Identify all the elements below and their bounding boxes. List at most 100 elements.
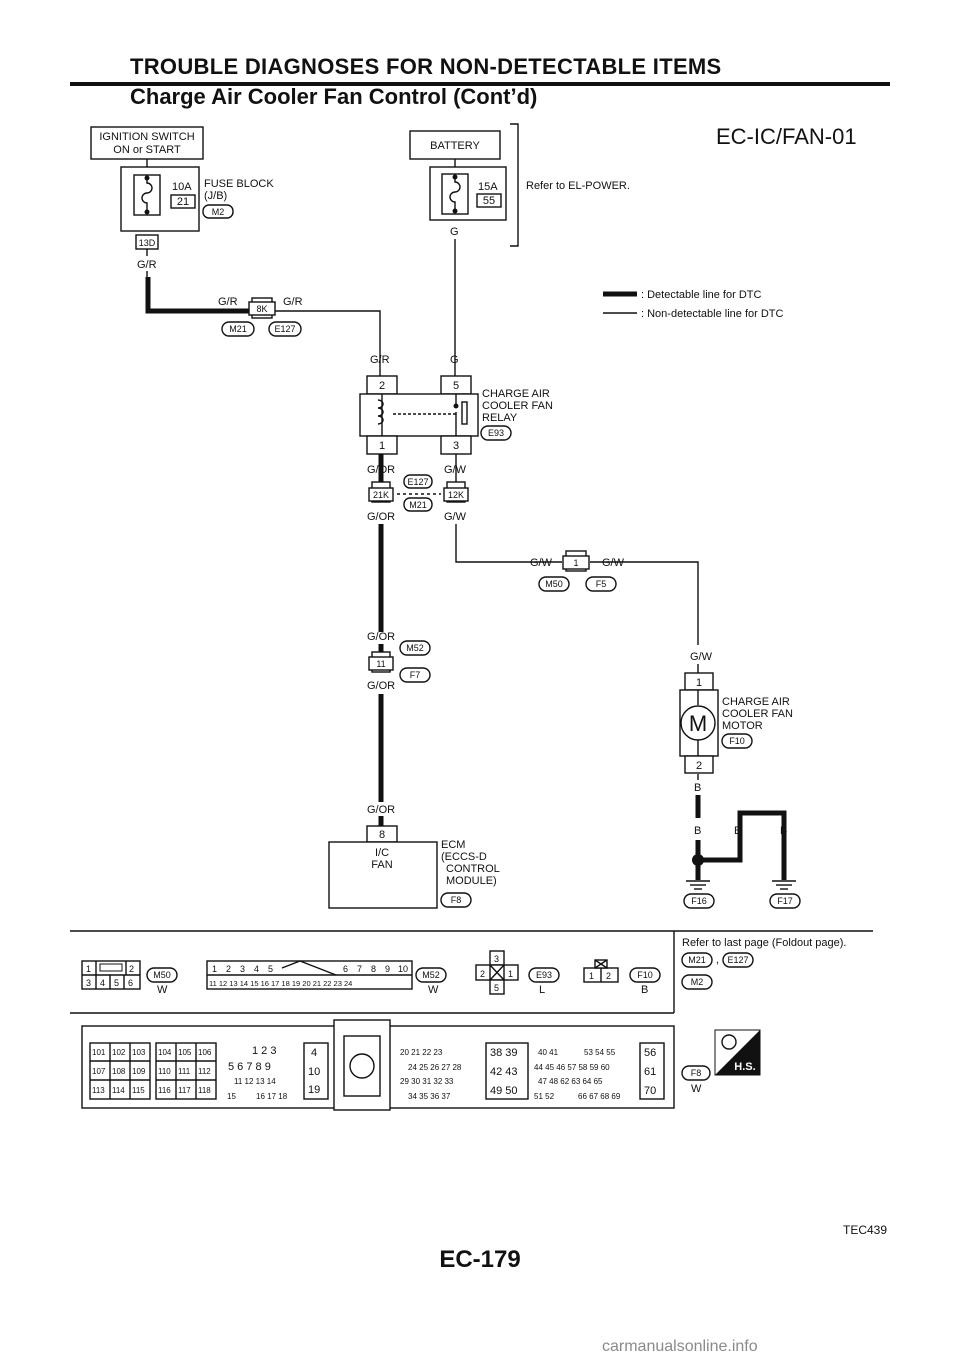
legend-detectable: : Detectable line for DTC: [641, 289, 761, 301]
hs-badge-icon: H.S.: [714, 1029, 761, 1076]
svg-text:24 25 26 27 28: 24 25 26 27 28: [408, 1063, 462, 1072]
tag-m50: M50: [545, 579, 563, 589]
svg-text:44 45 46 57 58 59 60: 44 45 46 57 58 59 60: [534, 1063, 610, 1072]
svg-text:5: 5: [494, 983, 499, 993]
conn-12k: 12K: [448, 490, 464, 500]
conn-11: 11: [376, 659, 385, 669]
tag-m21-c: M21: [688, 955, 706, 965]
svg-text:11 12 13 14: 11 12 13 14: [234, 1077, 276, 1086]
wire-gor-4: G/OR: [367, 680, 395, 692]
conn-f8-color: W: [691, 1083, 702, 1095]
tag-m50-conn: M50: [153, 970, 171, 980]
svg-text:16 17 18: 16 17 18: [256, 1092, 288, 1101]
motor-label-3: MOTOR: [722, 720, 763, 732]
svg-text:112: 112: [198, 1067, 211, 1076]
tag-e93: E93: [488, 428, 504, 438]
svg-text:42 43: 42 43: [490, 1066, 518, 1078]
tag-f7: F7: [410, 670, 421, 680]
motor-label-2: COOLER FAN: [722, 708, 793, 720]
svg-text:106: 106: [198, 1048, 212, 1057]
relay-pin-3: 3: [453, 440, 459, 452]
diagram-code: EC-IC/FAN-01: [716, 124, 857, 149]
svg-text:20 21 22 23: 20 21 22 23: [400, 1048, 443, 1057]
svg-text:61: 61: [644, 1066, 656, 1078]
tag-f17: F17: [777, 896, 793, 906]
svg-text:8: 8: [371, 964, 376, 974]
svg-text:1 2 3: 1 2 3: [252, 1045, 276, 1057]
svg-text:56: 56: [644, 1047, 656, 1059]
svg-text:4: 4: [311, 1047, 317, 1059]
tag-f16: F16: [691, 896, 707, 906]
svg-text:66 67 68 69: 66 67 68 69: [578, 1092, 621, 1101]
svg-text:15: 15: [227, 1092, 236, 1101]
svg-text:105: 105: [178, 1048, 192, 1057]
svg-text:107: 107: [92, 1067, 106, 1076]
tag-e93-conn: E93: [536, 970, 552, 980]
svg-text:1: 1: [86, 964, 91, 974]
tag-m2-bottom: M2: [691, 977, 704, 987]
svg-text:10: 10: [308, 1066, 320, 1078]
svg-text:102: 102: [112, 1048, 126, 1057]
fuse1-num: 21: [177, 196, 189, 208]
conn-1-gw: 1: [573, 558, 578, 568]
fuse-block-jb: (J/B): [204, 190, 227, 202]
svg-text:111: 111: [178, 1067, 191, 1076]
fuse2-num: 55: [483, 195, 495, 207]
motor-pin-1: 1: [696, 677, 702, 689]
relay-label-1: CHARGE AIR: [482, 388, 550, 400]
svg-text:117: 117: [178, 1086, 191, 1095]
svg-text:47 48 62 63 64 65: 47 48 62 63 64 65: [538, 1077, 603, 1086]
wire-gw-3: G/W: [530, 557, 553, 569]
svg-text:19: 19: [308, 1084, 320, 1096]
comma-sep: ,: [716, 954, 719, 966]
wire-gr-1: G/R: [137, 259, 157, 271]
fuse1-amp: 10A: [172, 181, 192, 193]
ignition-label-2: ON or START: [113, 144, 181, 156]
motor-pin-2: 2: [696, 760, 702, 772]
svg-text:38 39: 38 39: [490, 1047, 518, 1059]
svg-text:29 30 31 32 33: 29 30 31 32 33: [400, 1077, 454, 1086]
watermark: carmanualsonline.info: [602, 1338, 758, 1355]
conn-13d: 13D: [139, 238, 156, 248]
relay-label-2: COOLER FAN: [482, 400, 553, 412]
svg-text:6: 6: [343, 964, 348, 974]
svg-text:7: 7: [357, 964, 362, 974]
svg-text:70: 70: [644, 1085, 656, 1097]
connector-m52: [206, 960, 413, 990]
ecm-terminal-2: FAN: [371, 859, 392, 871]
svg-text:1: 1: [212, 964, 217, 974]
wire-gr-4: G/R: [370, 354, 390, 366]
wire-gr-3: G/R: [283, 296, 303, 308]
svg-text:53 54 55: 53 54 55: [584, 1048, 616, 1057]
page-number: EC-179: [439, 1246, 521, 1273]
conn-e93-color: L: [539, 984, 545, 996]
conn-f10-color: B: [641, 984, 648, 996]
wire-gw-2: G/W: [444, 511, 467, 523]
figure-code: TEC439: [843, 1223, 888, 1237]
svg-text:2: 2: [226, 964, 231, 974]
svg-text:5 6 7 8 9: 5 6 7 8 9: [228, 1061, 271, 1073]
wire-gor-5: G/OR: [367, 804, 395, 816]
svg-text:114: 114: [112, 1086, 125, 1095]
fuse-block-label: FUSE BLOCK: [204, 178, 274, 190]
svg-text:5: 5: [114, 978, 119, 988]
svg-text:101: 101: [92, 1048, 106, 1057]
wire-g-2: G: [450, 354, 459, 366]
svg-text:10: 10: [398, 964, 408, 974]
hs-badge-text: H.S.: [734, 1061, 755, 1073]
fuse2-amp: 15A: [478, 181, 498, 193]
conn-21k: 21K: [373, 490, 389, 500]
motor-symbol: M: [689, 711, 707, 736]
svg-text:104: 104: [158, 1048, 172, 1057]
svg-text:2: 2: [606, 971, 611, 981]
wire-gor-3: G/OR: [367, 631, 395, 643]
tag-f10-a: F10: [729, 736, 745, 746]
relay-label-3: RELAY: [482, 412, 518, 424]
svg-text:49 50: 49 50: [490, 1085, 518, 1097]
header-rule: [70, 82, 890, 86]
ecm-label-4: MODULE): [446, 875, 497, 887]
relay-pin-5: 5: [453, 380, 459, 392]
